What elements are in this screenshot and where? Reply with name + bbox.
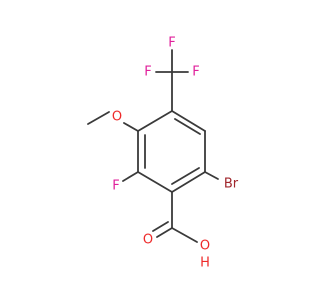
- ring-bond-c1-c2: [171, 110, 206, 132]
- ring-bond-c4-c5: [137, 171, 173, 193]
- ring-bond-c3-c4: [171, 171, 206, 193]
- atom-h-hydroxyl: H: [200, 256, 210, 271]
- atom-oh: O: [200, 239, 210, 254]
- bond-ring-o-methoxy: [123, 122, 139, 132]
- ring-bond-c1-c2-inner: [174, 118, 201, 135]
- atom-br: Br: [224, 177, 239, 192]
- atom-f-ring: F: [112, 179, 119, 194]
- atom-f-left: F: [144, 65, 151, 80]
- atom-o-methoxy: O: [112, 110, 122, 125]
- atom-f-top: F: [168, 36, 175, 51]
- bond-ring-f: [122, 171, 139, 182]
- ring-bond-c3-c4-inner: [171, 167, 200, 185]
- bond-c-o-double-a: [156, 227, 173, 238]
- ring-bond-c6-c1: [137, 110, 173, 132]
- bond-c-oh: [171, 227, 198, 243]
- atom-o-carbonyl: O: [143, 233, 153, 248]
- bond-ring-br: [204, 171, 219, 180]
- atom-f-right: F: [192, 65, 199, 80]
- bond-c-o-double-b: [152, 221, 169, 232]
- molecule-structure-diagram: F F F O F Br O O H: [87, 36, 239, 271]
- bond-o-methyl: [87, 111, 110, 125]
